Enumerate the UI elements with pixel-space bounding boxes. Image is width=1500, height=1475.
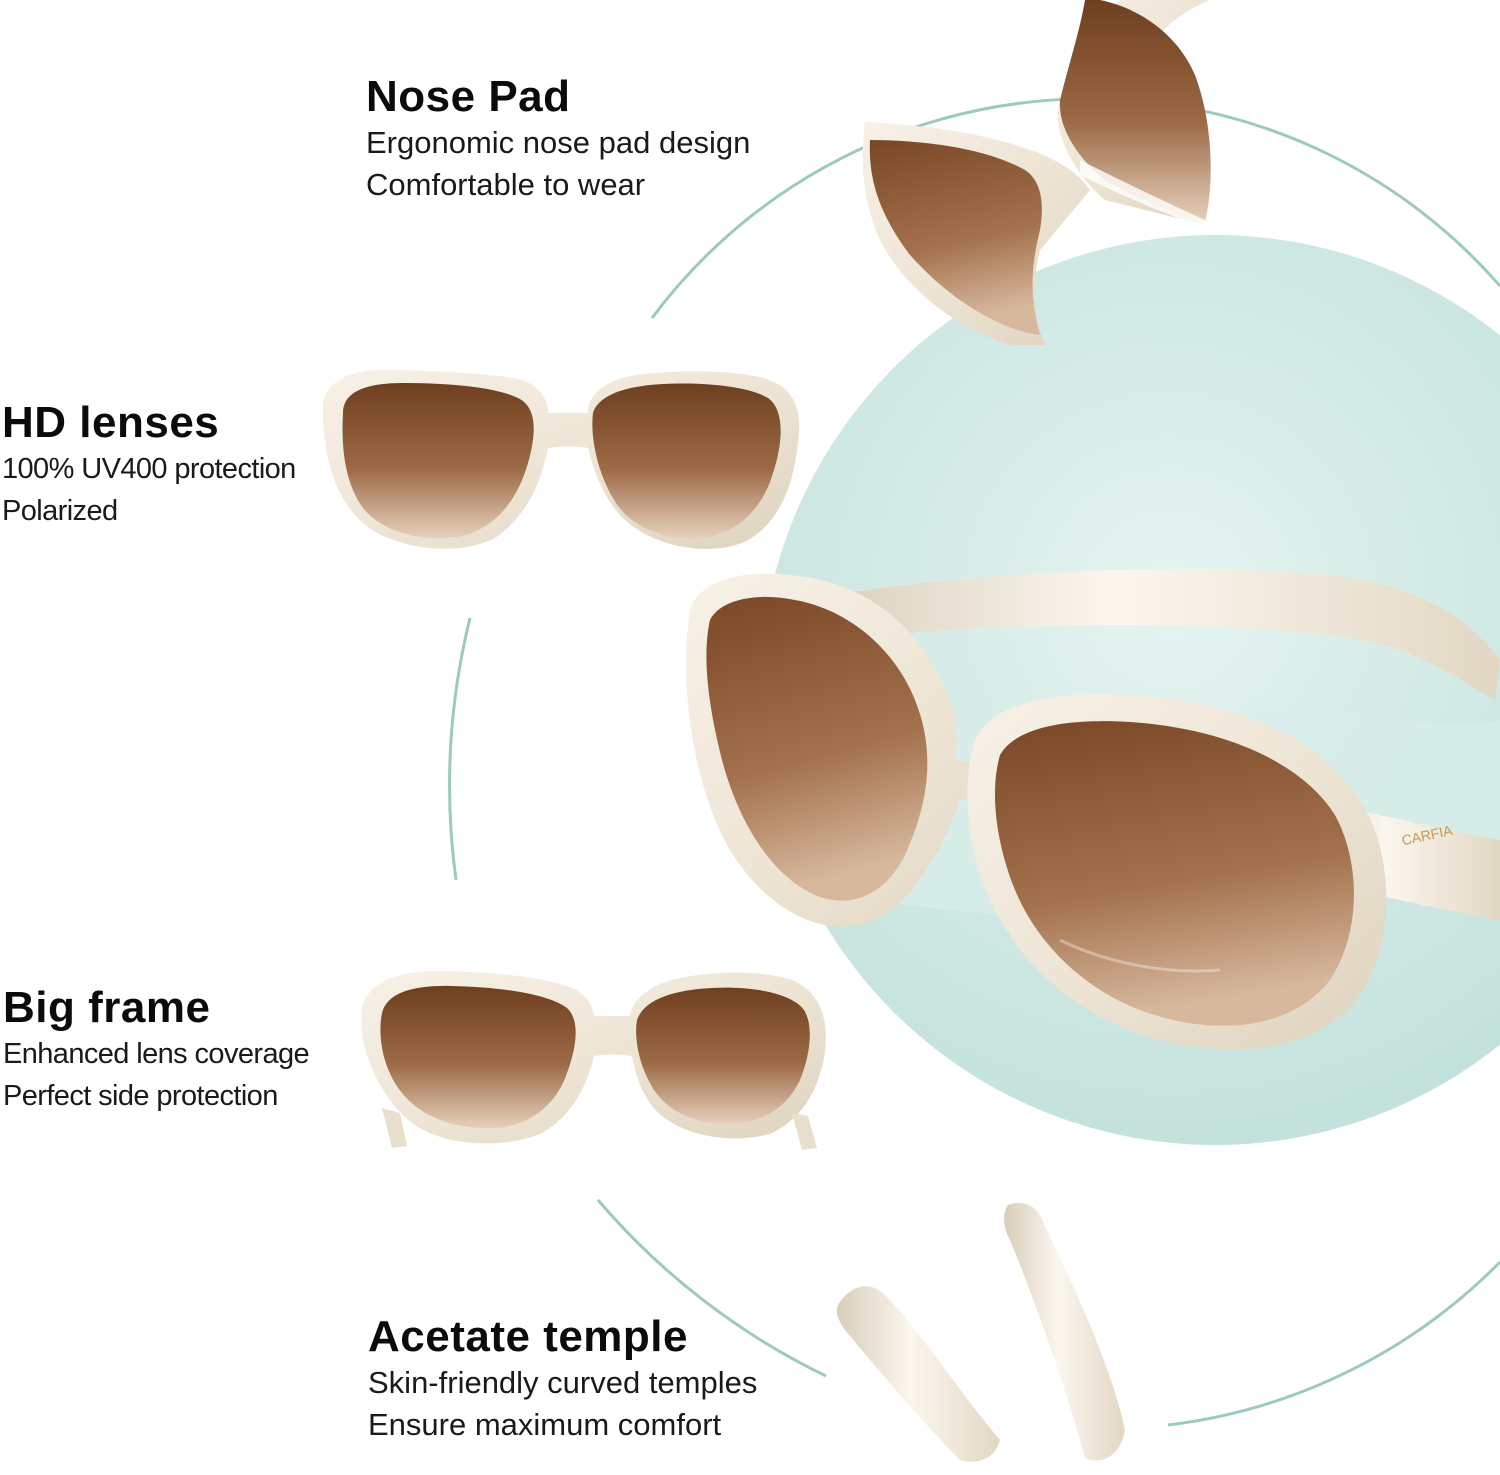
feature-hd-lenses: HD lenses 100% UV400 protection Polarize… bbox=[2, 398, 296, 532]
feature-big-frame-line-1: Enhanced lens coverage bbox=[3, 1038, 310, 1070]
feature-hd-lenses-title: HD lenses bbox=[2, 398, 220, 447]
feature-big-frame-title: Big frame bbox=[3, 983, 211, 1032]
feature-acetate-temple-title: Acetate temple bbox=[368, 1312, 689, 1361]
feature-big-frame-line-2: Perfect side protection bbox=[3, 1080, 278, 1112]
hd-lenses-glasses-image bbox=[323, 369, 800, 549]
feature-nose-pad-line-2: Comfortable to wear bbox=[366, 167, 646, 202]
hero-glasses-image bbox=[686, 569, 1500, 1050]
feature-big-frame: Big frame Enhanced lens coverage Perfect… bbox=[3, 983, 310, 1117]
feature-hd-lenses-line-2: Polarized bbox=[2, 495, 118, 527]
feature-acetate-temple: Acetate temple Skin-friendly curved temp… bbox=[368, 1312, 757, 1446]
feature-acetate-temple-line-1: Skin-friendly curved temples bbox=[368, 1365, 758, 1400]
feature-nose-pad-title: Nose Pad bbox=[366, 72, 571, 121]
feature-nose-pad-line-1: Ergonomic nose pad design bbox=[366, 125, 751, 160]
feature-hd-lenses-line-1: 100% UV400 protection bbox=[2, 453, 296, 485]
big-frame-glasses-image bbox=[361, 970, 826, 1150]
feature-nose-pad: Nose Pad Ergonomic nose pad design Comfo… bbox=[366, 72, 750, 206]
acetate-temple-tips-image bbox=[836, 1203, 1125, 1462]
nose-pad-closeup-image bbox=[862, 0, 1211, 345]
feature-acetate-temple-line-2: Ensure maximum comfort bbox=[368, 1407, 722, 1442]
